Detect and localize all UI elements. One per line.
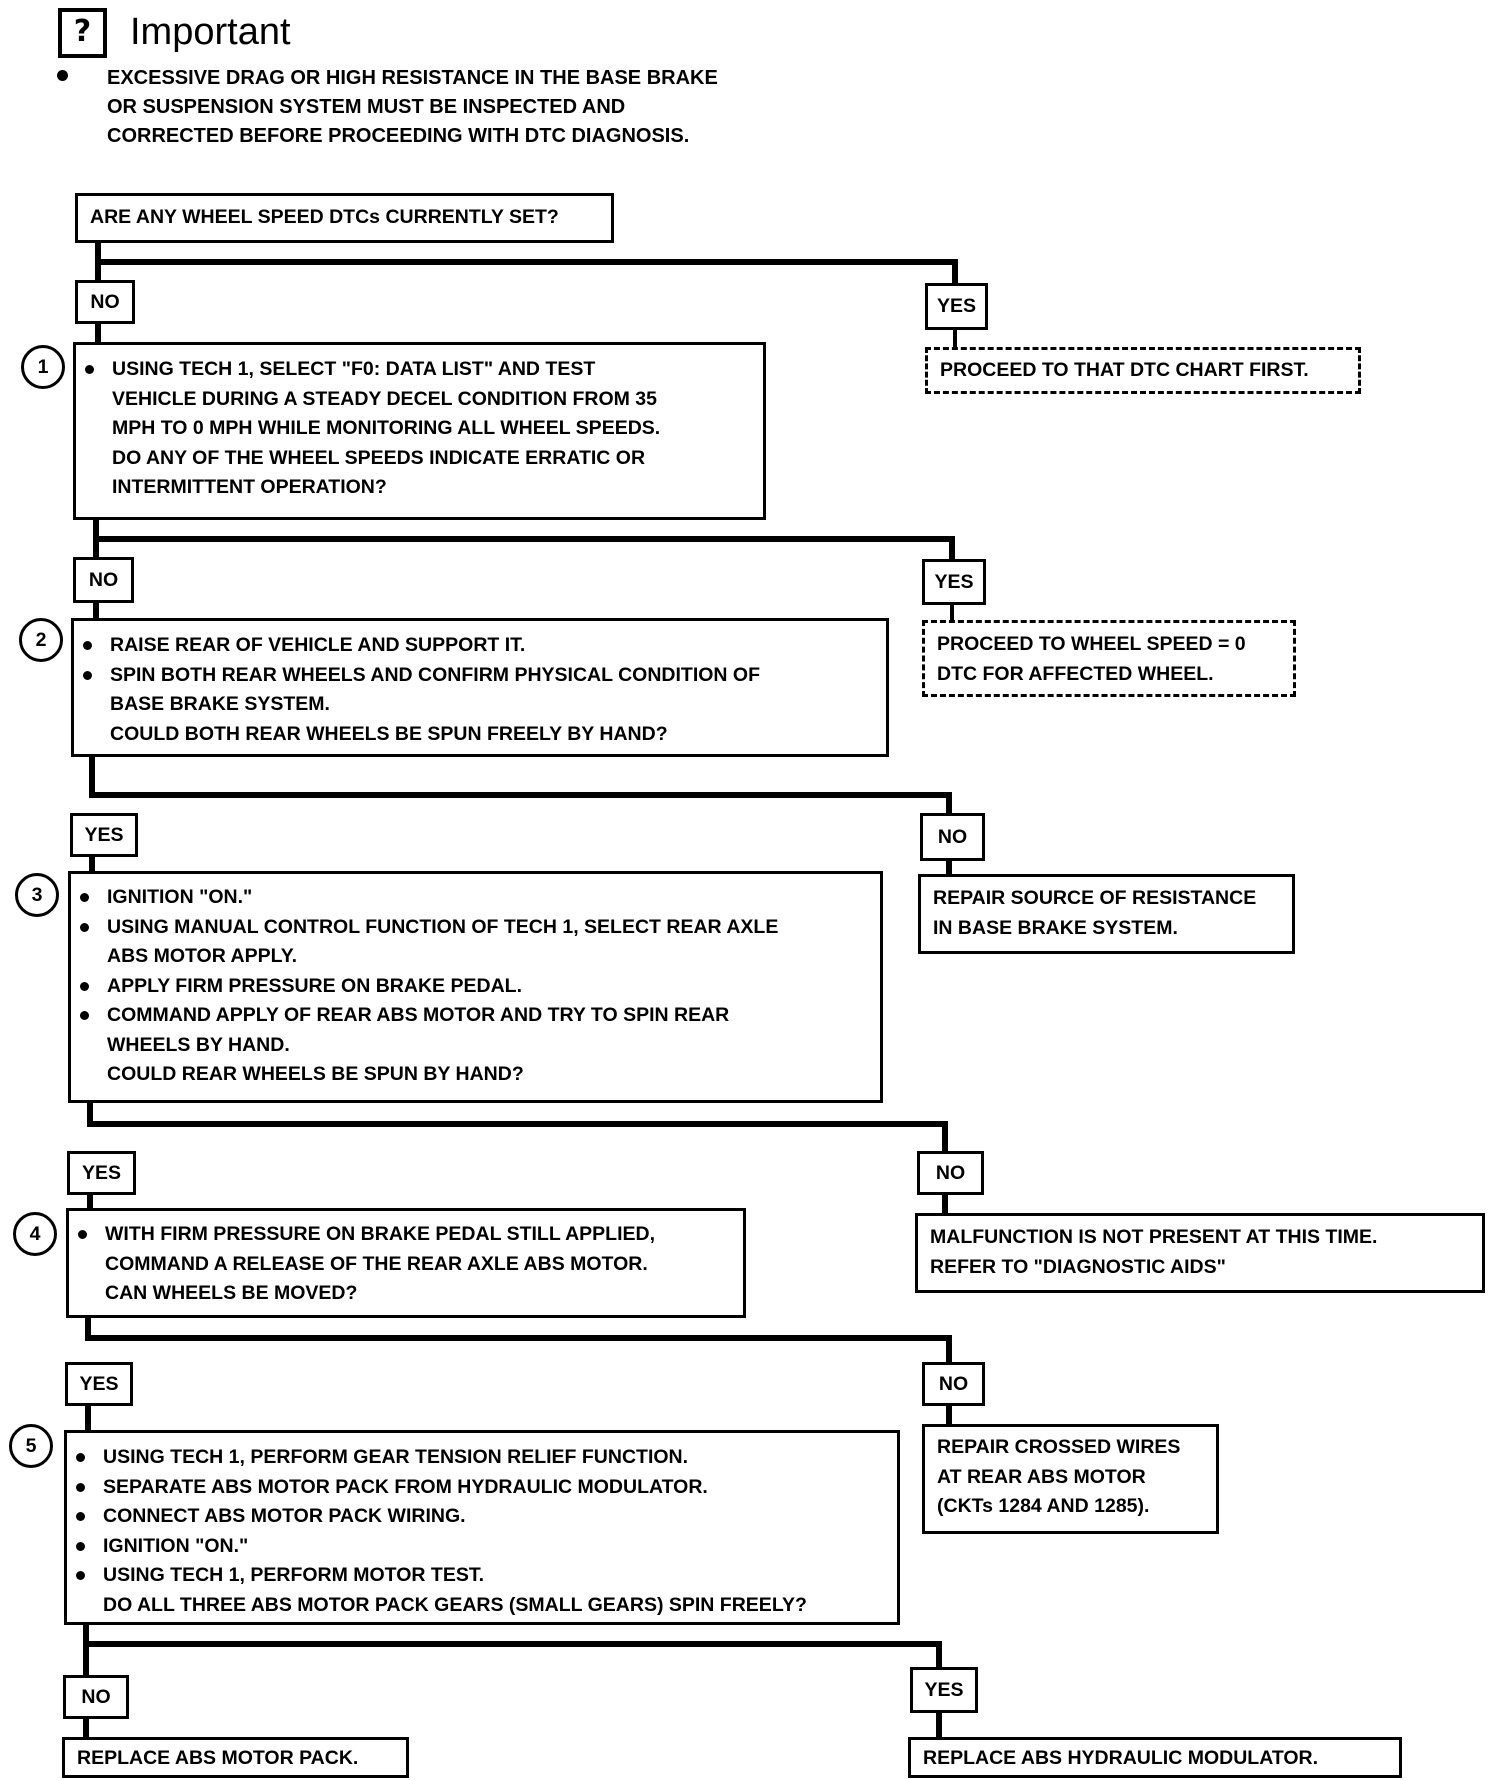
step-line: CONNECT ABS MOTOR PACK WIRING. (67, 1502, 897, 1532)
result-line: REPAIR CROSSED WIRES (937, 1436, 1181, 1458)
label-yes: YES (925, 283, 988, 330)
result-box-r1: PROCEED TO WHEEL SPEED = 0 DTC FOR AFFEC… (922, 620, 1296, 697)
important-note: EXCESSIVE DRAG OR HIGH RESISTANCE IN THE… (107, 64, 718, 151)
result-line: REPLACE ABS HYDRAULIC MODULATOR. (923, 1747, 1319, 1769)
result-line: REPLACE ABS MOTOR PACK. (77, 1747, 359, 1769)
step-line: ABS MOTOR APPLY. (107, 945, 297, 967)
step-4-box: WITH FIRM PRESSURE ON BRAKE PEDAL STILL … (66, 1208, 746, 1318)
result-line: MALFUNCTION IS NOT PRESENT AT THIS TIME. (930, 1226, 1378, 1248)
label-no: NO (75, 280, 135, 324)
note-line: CORRECTED BEFORE PROCEEDING WITH DTC DIA… (107, 125, 690, 147)
step-line: APPLY FIRM PRESSURE ON BRAKE PEDAL. (71, 972, 880, 1002)
label-no: NO (73, 557, 134, 603)
step-line: IGNITION "ON." (67, 1532, 897, 1562)
result-line: PROCEED TO THAT DTC CHART FIRST. (940, 359, 1309, 381)
label-no: NO (920, 813, 985, 861)
result-box-r3: MALFUNCTION IS NOT PRESENT AT THIS TIME.… (915, 1213, 1485, 1293)
note-line: EXCESSIVE DRAG OR HIGH RESISTANCE IN THE… (107, 67, 718, 89)
step-line: WITH FIRM PRESSURE ON BRAKE PEDAL STILL … (69, 1220, 743, 1250)
step-line: SPIN BOTH REAR WHEELS AND CONFIRM PHYSIC… (74, 661, 886, 691)
start-question-box: ARE ANY WHEEL SPEED DTCs CURRENTLY SET? (75, 193, 614, 243)
step-line: COULD BOTH REAR WHEELS BE SPUN FREELY BY… (110, 722, 668, 745)
connector-b0 (95, 233, 958, 286)
step-line: DO ANY OF THE WHEEL SPEEDS INDICATE ERRA… (112, 446, 646, 469)
step-line: USING TECH 1, PERFORM GEAR TENSION RELIE… (67, 1443, 897, 1473)
result-line: (CKTs 1284 AND 1285). (937, 1495, 1150, 1517)
step-number: 1 (21, 345, 65, 389)
step-line: DO ALL THREE ABS MOTOR PACK GEARS (SMALL… (103, 1593, 807, 1616)
step-line: WHEELS BY HAND. (107, 1033, 290, 1056)
step-number: 5 (9, 1424, 53, 1468)
note-line: OR SUSPENSION SYSTEM MUST BE INSPECTED A… (107, 96, 626, 118)
step-line: SEPARATE ABS MOTOR PACK FROM HYDRAULIC M… (67, 1473, 897, 1503)
important-icon: ? (58, 8, 107, 58)
label-no: NO (917, 1151, 984, 1195)
result-box-r2: REPAIR SOURCE OF RESISTANCE IN BASE BRAK… (918, 874, 1295, 954)
step-line: IGNITION "ON." (71, 883, 880, 913)
connector-b2 (89, 754, 952, 816)
label-no: NO (63, 1675, 129, 1719)
connector-b1 (93, 515, 955, 562)
step-line: RAISE REAR OF VEHICLE AND SUPPORT IT. (74, 631, 886, 661)
step-line: MPH TO 0 MPH WHILE MONITORING ALL WHEEL … (112, 417, 661, 439)
result-box-r5-left: REPLACE ABS MOTOR PACK. (62, 1737, 409, 1778)
step-line: INTERMITTENT OPERATION? (112, 476, 387, 498)
result-line: IN BASE BRAKE SYSTEM. (933, 916, 1178, 939)
label-yes: YES (67, 1151, 136, 1195)
step-2-box: RAISE REAR OF VEHICLE AND SUPPORT IT. SP… (71, 618, 889, 757)
connector-b3 (87, 1098, 948, 1154)
connector-b5 (83, 1620, 942, 1670)
step-1-box: USING TECH 1, SELECT "F0: DATA LIST" AND… (73, 342, 766, 520)
step-number: 3 (15, 873, 59, 917)
start-question: ARE ANY WHEEL SPEED DTCs CURRENTLY SET? (90, 206, 559, 228)
label-yes: YES (922, 559, 986, 605)
step-line: USING TECH 1, PERFORM MOTOR TEST. (67, 1561, 897, 1591)
step-line: COMMAND A RELEASE OF THE REAR AXLE ABS M… (105, 1252, 648, 1275)
step-line: CAN WHEELS BE MOVED? (105, 1282, 358, 1304)
important-title: Important (130, 11, 291, 53)
result-box-r5-right: REPLACE ABS HYDRAULIC MODULATOR. (908, 1737, 1402, 1778)
label-yes: YES (65, 1362, 133, 1406)
step-line: VEHICLE DURING A STEADY DECEL CONDITION … (112, 387, 657, 410)
result-box-r4: REPAIR CROSSED WIRES AT REAR ABS MOTOR (… (922, 1424, 1219, 1534)
step-number: 2 (19, 618, 63, 662)
result-line: REFER TO "DIAGNOSTIC AIDS" (930, 1255, 1226, 1278)
result-line: AT REAR ABS MOTOR (937, 1465, 1146, 1488)
label-yes: YES (70, 813, 138, 857)
step-3-box: IGNITION "ON." USING MANUAL CONTROL FUNC… (68, 871, 883, 1103)
label-yes: YES (910, 1667, 978, 1713)
bullet-icon (57, 70, 68, 81)
step-5-box: USING TECH 1, PERFORM GEAR TENSION RELIE… (64, 1430, 900, 1625)
label-no: NO (922, 1362, 985, 1406)
step-line: COMMAND APPLY OF REAR ABS MOTOR AND TRY … (71, 1001, 880, 1031)
step-line: BASE BRAKE SYSTEM. (110, 693, 330, 715)
result-box-r0: PROCEED TO THAT DTC CHART FIRST. (925, 347, 1361, 394)
result-line: DTC FOR AFFECTED WHEEL. (937, 662, 1214, 685)
step-number: 4 (13, 1212, 57, 1256)
result-line: PROCEED TO WHEEL SPEED = 0 (937, 633, 1246, 655)
step-line: USING TECH 1, SELECT "F0: DATA LIST" AND… (76, 355, 763, 385)
connector-b4 (85, 1313, 952, 1365)
result-line: REPAIR SOURCE OF RESISTANCE (933, 887, 1257, 909)
step-line: USING MANUAL CONTROL FUNCTION OF TECH 1,… (71, 913, 880, 943)
step-line: COULD REAR WHEELS BE SPUN BY HAND? (107, 1063, 524, 1085)
